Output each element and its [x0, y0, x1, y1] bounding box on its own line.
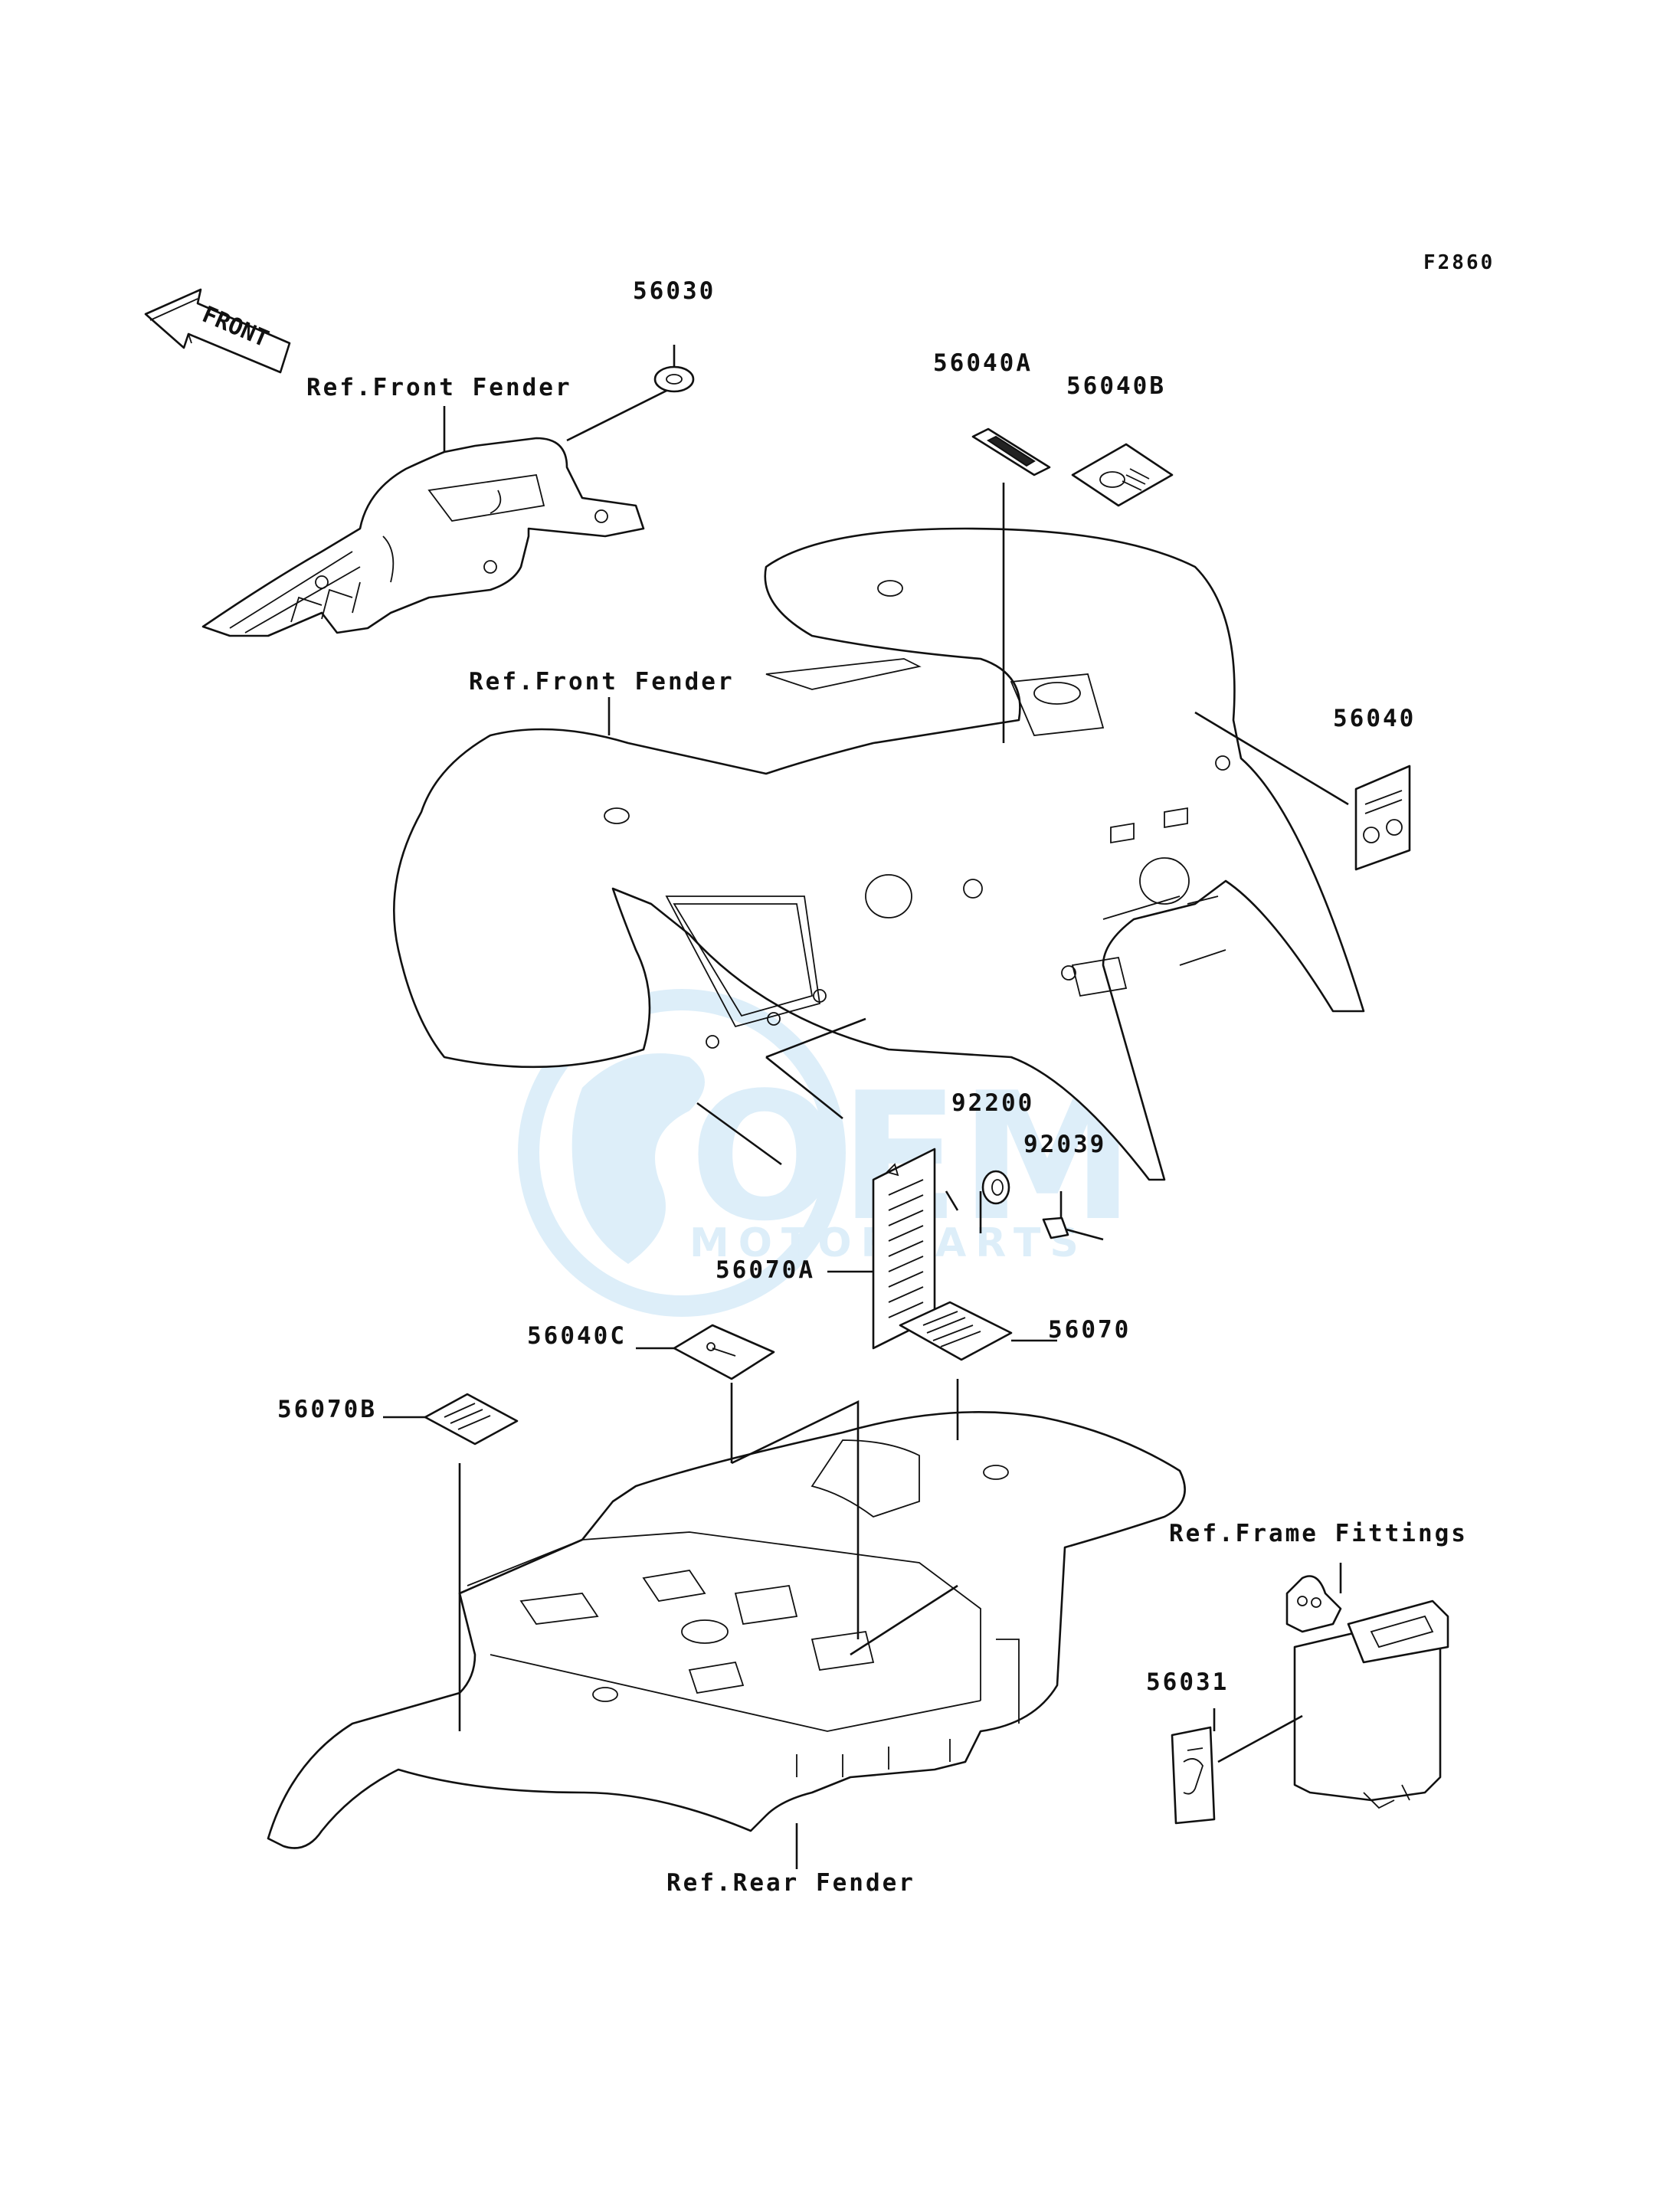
pin-92039	[1042, 1216, 1104, 1241]
rear-fender	[267, 1411, 1186, 1849]
watermark-globe	[518, 989, 846, 1317]
part-number-56070B: 56070B	[277, 1396, 377, 1423]
part-number-56040B: 56040B	[1066, 372, 1166, 400]
front-direction-arrow: FRONT	[144, 288, 291, 374]
frame-fitting-box	[1285, 1575, 1449, 1809]
figure-code: F2860	[1423, 251, 1495, 274]
leader-lines	[383, 345, 1349, 1869]
part-number-56031: 56031	[1146, 1668, 1230, 1696]
decal-56040B	[1071, 443, 1174, 507]
part-number-56040C: 56040C	[527, 1322, 627, 1350]
front-fender-main	[392, 527, 1365, 1181]
part-number-56070A: 56070A	[716, 1256, 815, 1284]
ref-frame-fittings: Ref.Frame Fittings	[1169, 1520, 1468, 1547]
part-number-92200: 92200	[951, 1089, 1035, 1117]
ref-front-fender-main: Ref.Front Fender	[469, 668, 735, 696]
part-number-56040A: 56040A	[933, 349, 1033, 377]
part-number-56040: 56040	[1333, 705, 1416, 732]
decal-56070	[899, 1301, 1013, 1361]
decal-56040	[1354, 765, 1411, 871]
front-fender-small	[201, 437, 645, 637]
decal-56031	[1171, 1726, 1216, 1825]
decal-56030	[653, 365, 695, 393]
part-number-92039: 92039	[1023, 1131, 1107, 1158]
ref-front-fender-top: Ref.Front Fender	[306, 374, 572, 401]
decal-56040A	[971, 427, 1051, 476]
ref-rear-fender: Ref.Rear Fender	[666, 1869, 915, 1897]
washer-92200	[981, 1170, 1010, 1205]
decal-56040C	[673, 1324, 775, 1380]
decal-56070B	[424, 1393, 519, 1446]
watermark-continents	[571, 1053, 705, 1264]
part-number-56070: 56070	[1048, 1316, 1131, 1344]
part-number-56030: 56030	[633, 277, 716, 305]
